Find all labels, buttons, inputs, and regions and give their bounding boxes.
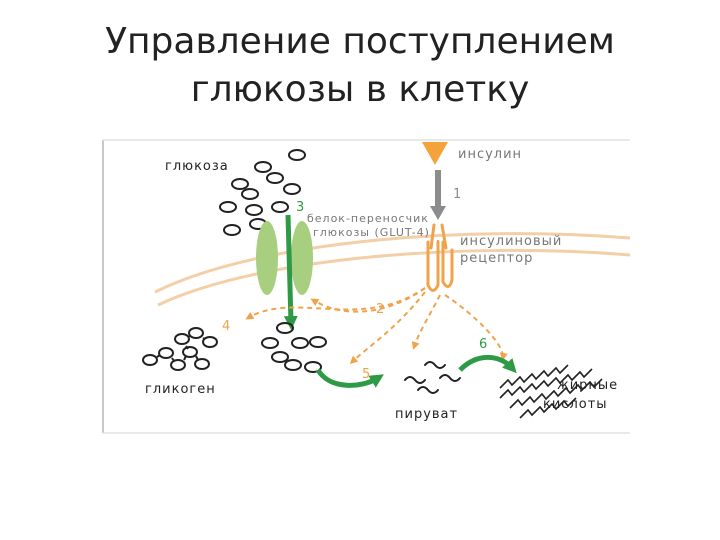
signal-to-glycolysis bbox=[349, 291, 426, 365]
insulin-arrow-head bbox=[430, 206, 446, 220]
step-number-3: 3 bbox=[296, 200, 304, 215]
glucose-molecules-outside bbox=[219, 149, 306, 236]
signal-pathways bbox=[245, 240, 508, 365]
transporter-right-half bbox=[291, 221, 313, 295]
insulin-label: инсулин bbox=[458, 147, 522, 162]
signal-to-glycogen bbox=[245, 287, 426, 320]
glucose-molecule-icon bbox=[261, 337, 279, 349]
transporter-label-line-2: глюкозы (GLUT-4) bbox=[313, 226, 430, 239]
fatty-acid-chain-icon bbox=[499, 364, 569, 389]
glucose-molecule-icon bbox=[254, 161, 272, 173]
pyruvate-molecule-icon bbox=[404, 376, 426, 384]
step-number-2: 2 bbox=[376, 302, 384, 317]
fatty-acid-chain-icon bbox=[499, 368, 593, 399]
fat-synthesis-arrow bbox=[458, 354, 517, 374]
glucose-entry-arrow bbox=[283, 214, 298, 330]
fatty-acids-label-line-2: кислоты bbox=[543, 397, 608, 412]
step-number-5: 5 bbox=[362, 367, 370, 382]
glucose-molecule-icon bbox=[241, 188, 259, 200]
pyruvate-molecule-icon bbox=[439, 374, 461, 382]
receptor-label-line-1: инсулиновый bbox=[460, 234, 562, 249]
glucose-molecule-icon bbox=[223, 224, 241, 236]
glucose-molecule-icon bbox=[245, 204, 263, 216]
pyruvate-molecules bbox=[404, 361, 461, 394]
glucose-molecule-icon bbox=[288, 149, 306, 161]
glucose-molecule-icon bbox=[231, 178, 249, 190]
receptor-label-line-2: рецептор bbox=[460, 251, 533, 266]
step-number-1: 1 bbox=[453, 187, 461, 202]
glucose-molecule-icon bbox=[219, 201, 237, 213]
fatty-acids-label-line-1: жирные bbox=[557, 378, 618, 393]
cell-membrane-inner bbox=[157, 248, 631, 307]
cell-membrane-outer bbox=[154, 232, 631, 294]
step-number-4: 4 bbox=[222, 319, 230, 334]
glycolysis-arrow bbox=[315, 368, 384, 388]
glucose-label: глюкоза bbox=[165, 159, 229, 174]
glycogen-chain-icon bbox=[142, 327, 218, 371]
glucose-molecule-icon bbox=[291, 337, 309, 349]
insulin-triangle-icon bbox=[422, 142, 448, 165]
glucose-molecule-icon bbox=[276, 322, 294, 334]
title-line-1: Управление поступлением bbox=[105, 21, 615, 62]
glucose-molecules-inside bbox=[261, 322, 327, 373]
fatty-acid-chain-icon bbox=[509, 378, 603, 409]
fatty-acid-chain-icon bbox=[519, 397, 577, 419]
fatty-acid-chains bbox=[499, 364, 603, 419]
pyruvate-molecule-icon bbox=[417, 386, 439, 394]
step-number-6: 6 bbox=[479, 337, 487, 352]
glucose-transporter bbox=[256, 221, 313, 295]
transporter-left-half bbox=[256, 221, 278, 295]
glucose-molecule-icon bbox=[304, 361, 322, 373]
glucose-molecule-icon bbox=[271, 201, 289, 213]
glucose-molecule-icon bbox=[283, 183, 301, 195]
pyruvate-molecule-icon bbox=[424, 361, 446, 369]
glucose-molecule-icon bbox=[266, 172, 284, 184]
insulin-receptor-icon bbox=[426, 223, 454, 292]
glucose-molecule-icon bbox=[309, 336, 327, 348]
glycogen-label: гликоген bbox=[145, 382, 216, 397]
glucose-molecule-icon bbox=[284, 359, 302, 371]
signal-to-pyruvate bbox=[411, 294, 441, 350]
transporter-label-line-1: белок-переносчик bbox=[307, 212, 429, 225]
glucose-molecule-icon bbox=[271, 351, 289, 363]
slide-title: Управление поступлением глюкозы в клетку bbox=[0, 18, 720, 114]
title-line-2: глюкозы в клетку bbox=[190, 69, 530, 110]
pyruvate-label: пируват bbox=[395, 407, 458, 422]
signal-to-fatty-acids bbox=[444, 294, 508, 361]
